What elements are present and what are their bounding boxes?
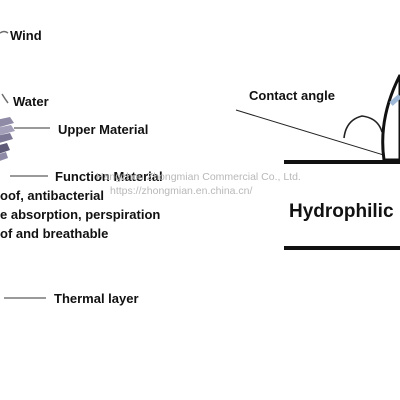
material-stack-icon — [0, 117, 15, 161]
contact-panel: Contact angle Hydrophilic — [235, 74, 400, 250]
watermark: Hangzhou Zhongmian Commercial Co., Ltd. … — [96, 171, 301, 197]
water-drop-icon — [1, 93, 9, 104]
wind-label: Wind — [10, 28, 42, 43]
wind-icon — [0, 30, 9, 34]
droplet-highlight — [389, 94, 400, 106]
function-desc-line-3: of and breathable — [0, 226, 108, 241]
water-label: Water — [13, 94, 49, 109]
layers-panel: Wind Water Upper Material Function Mater… — [0, 28, 163, 306]
surface-bottom — [284, 246, 400, 250]
angle-arc — [343, 115, 383, 139]
hydrophilic-label: Hydrophilic — [289, 201, 394, 222]
function-desc-line-2: e absorption, perspiration — [0, 207, 160, 222]
contact-angle-label: Contact angle — [249, 88, 335, 103]
watermark-url: https://zhongmian.en.china.cn/ — [110, 185, 253, 197]
tangent-line — [235, 109, 400, 161]
function-desc-line-1: oof, antibacterial — [0, 188, 104, 203]
water-droplet — [381, 74, 400, 162]
watermark-company: Hangzhou Zhongmian Commercial Co., Ltd. — [96, 171, 301, 183]
upper-material-label: Upper Material — [58, 122, 148, 137]
surface-top — [284, 160, 400, 164]
thermal-layer-label: Thermal layer — [54, 291, 139, 306]
function-material-label: Function Material — [55, 169, 163, 184]
